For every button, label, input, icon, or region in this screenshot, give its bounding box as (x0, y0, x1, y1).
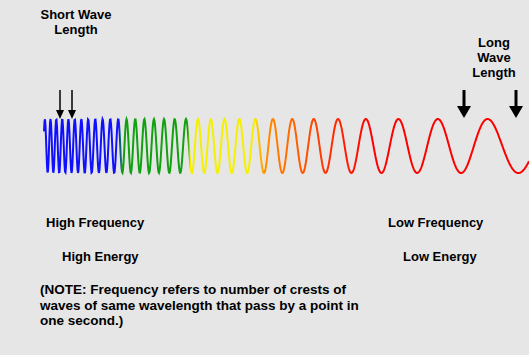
energy-label: High Energy (62, 250, 202, 265)
short-arrows (56, 90, 76, 119)
wavelength-label: Long Wave Length (462, 36, 526, 81)
frequency-label: Low Frequency (388, 216, 523, 231)
long-arrows (457, 90, 523, 118)
wave (44, 119, 529, 173)
wavelength-label: Short Wave Length (40, 8, 112, 38)
note-text: (NOTE: Frequency refers to number of cre… (40, 282, 370, 329)
frequency-label: High Frequency (46, 216, 186, 231)
energy-label: Low Energy (403, 250, 523, 265)
wave-line (44, 119, 529, 173)
